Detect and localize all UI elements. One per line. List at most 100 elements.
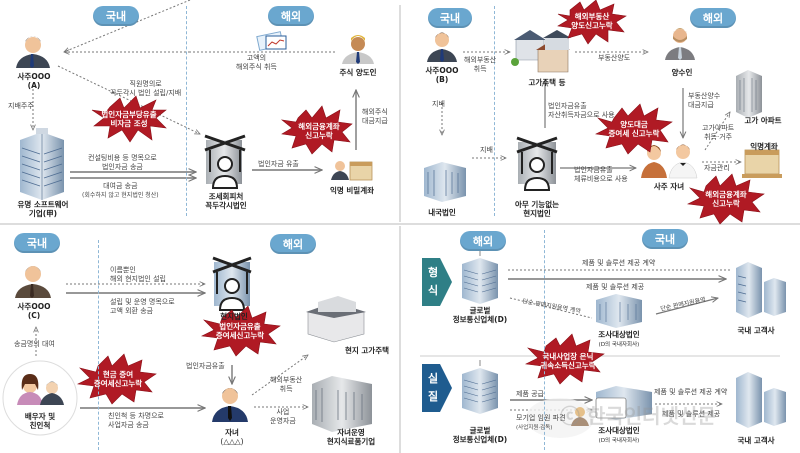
watermark: ⓒ 한국인터넷신문	[560, 404, 716, 428]
local-corp-icon	[212, 256, 252, 311]
domestic-corp-name: 내국법인	[428, 208, 456, 217]
owner-b-name: 사주OOO(B)	[425, 66, 459, 84]
owner-a-icon	[16, 36, 50, 68]
house-name: 고가주택 등	[528, 78, 566, 87]
control-label-p2-b: 지배	[480, 146, 493, 154]
overseas-pill-p3: 해외	[270, 234, 316, 254]
software-company-building-icon	[20, 128, 64, 200]
supply-label: 제품 및 솔루션 제공	[586, 283, 645, 291]
stock-seller-name: 주식 양도인	[339, 68, 377, 77]
control-shareholder-label: 지배주주	[8, 102, 34, 110]
simple-service-label: 단순 판매지원용역	[659, 296, 707, 313]
domestic-pill-p4: 국내	[642, 229, 688, 249]
anonymous-account-name: 익명 비밀계좌	[329, 186, 374, 195]
sale-label: 부동산양도	[598, 54, 631, 62]
outflow-label: 법인자금 유출	[258, 160, 299, 168]
border-divider-p3	[98, 240, 99, 450]
overseas-pill-p1: 해외	[268, 6, 314, 26]
owner-b-icon	[427, 32, 457, 62]
local-corp-name: 현지법인	[220, 312, 248, 321]
local-house-icon	[306, 296, 366, 343]
borrowed-name-label: 송금명의 대여	[14, 340, 55, 348]
local-house-name: 현지 고가주택	[344, 346, 389, 355]
simple-service-contract-label: 단순 판매지원용역 계약	[521, 297, 582, 316]
stock-seller-icon	[342, 35, 374, 64]
overseas-pill-p4: 해외	[460, 231, 506, 251]
executive-dispatch-label: 모기업 임원 파견(사업지원·감독)	[516, 414, 566, 431]
luxury-apartment-icon	[736, 70, 762, 118]
client-building-icon	[736, 262, 786, 318]
control-label-p2: 지배	[432, 100, 445, 108]
outflow-label-p3: 법인자금유출	[186, 362, 225, 370]
buyer-name: 양수인	[671, 68, 693, 77]
account-name-p2: 익명계좌	[750, 142, 778, 151]
supply-label-bottom: 제품 및 솔루션 제공	[662, 410, 721, 418]
global-corp-building-icon-bottom	[462, 360, 498, 414]
children-icon	[641, 144, 698, 179]
shell-corp-icon	[516, 136, 558, 191]
apartment-name: 고가 아파트	[744, 116, 782, 125]
child-icon	[212, 388, 248, 422]
target-corp-name-bottom: 조사대상법인(D의 국내자회사)	[598, 426, 640, 444]
client-building-icon-bottom	[736, 372, 786, 428]
border-divider-p4	[544, 230, 545, 450]
target-corp-building-icon	[596, 294, 642, 328]
overseas-pill-p2: 해외	[690, 8, 736, 28]
loan-label: 대여금 송금(회수하지 않고 현지법인 청산)	[82, 182, 159, 199]
border-divider-p1	[186, 6, 187, 216]
buyer-icon	[665, 28, 695, 60]
owner-c-icon	[15, 266, 51, 298]
product-supply-label: 제품 공급	[516, 390, 544, 398]
target-corp-name: 조사대상법인(D의 국내자회사)	[598, 330, 640, 348]
stock-chart-icon	[256, 31, 287, 51]
contract-label-bottom: 제품 및 솔루션 제공 계약	[654, 388, 728, 396]
children-name: 사주 자녀	[653, 182, 685, 191]
client-name: 국내 고객사	[737, 326, 775, 335]
anonymous-account-icon	[331, 161, 373, 181]
domestic-pill-p1: 국내	[93, 6, 139, 26]
owner-a-name: 사주OOO(A)	[17, 72, 51, 90]
child-name: 자녀(△△△)	[220, 428, 244, 446]
border-divider-p2	[494, 6, 495, 216]
anonymous-account-icon	[742, 149, 782, 178]
puppet-corp-icon	[204, 134, 246, 189]
child-company-building-icon	[312, 376, 372, 432]
domestic-pill-p2: 국내	[428, 8, 472, 28]
domestic-corp-building-icon	[424, 162, 466, 202]
contract-label: 제품 및 솔루션 제공 계약	[582, 259, 656, 267]
global-corp-building-icon	[462, 250, 498, 304]
fund-mgmt-label: 자금관리	[704, 164, 730, 172]
client-name-bottom: 국내 고객사	[737, 436, 775, 445]
